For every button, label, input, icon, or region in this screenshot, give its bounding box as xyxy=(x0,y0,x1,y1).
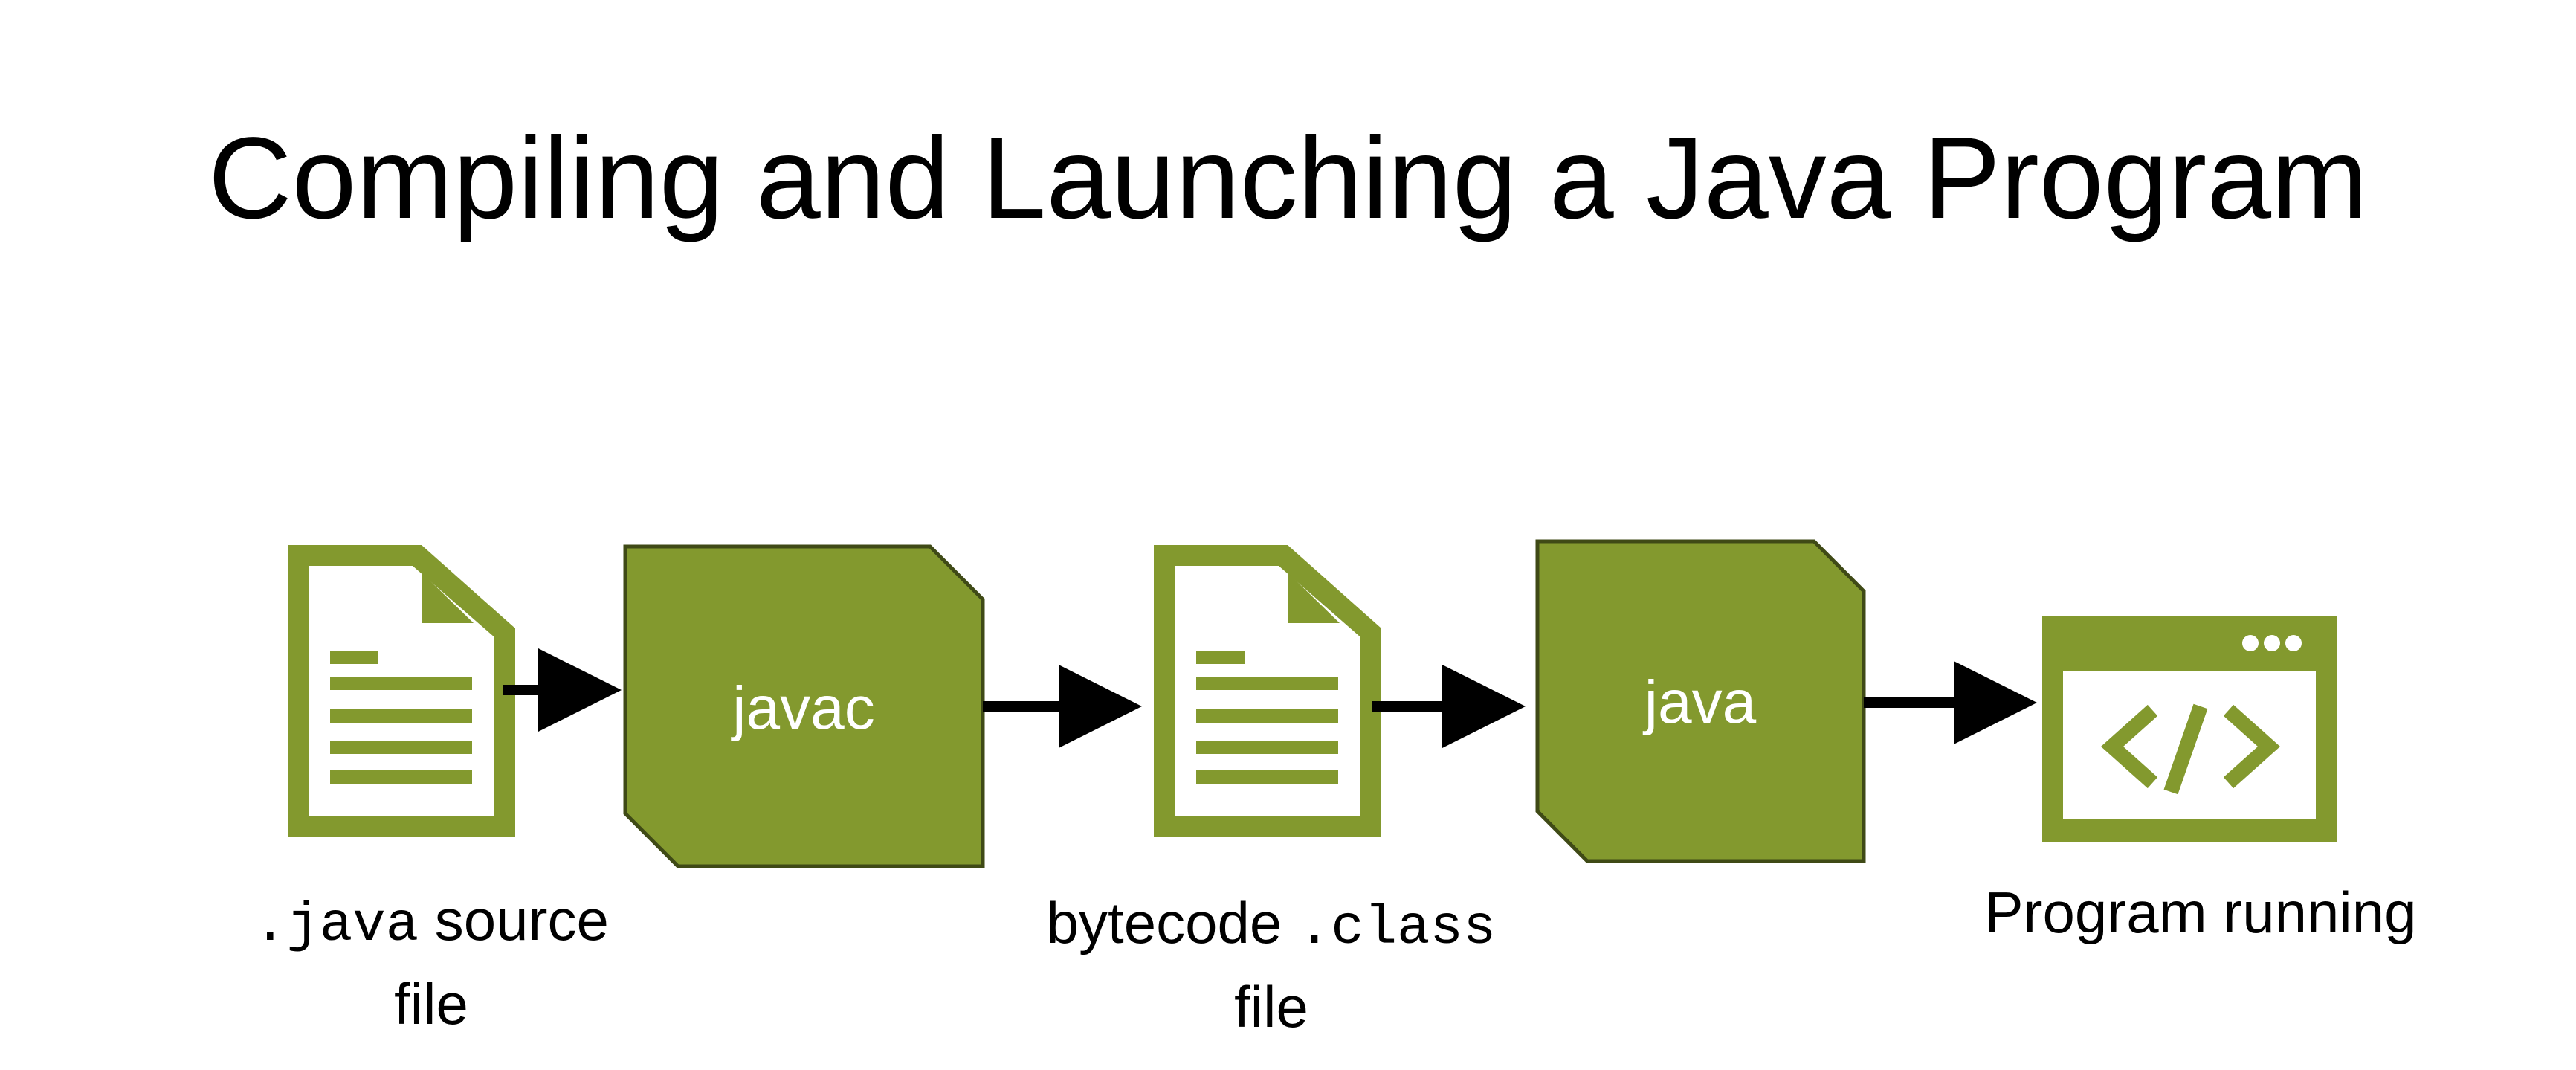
class-bytecode-file-label: bytecode .class file xyxy=(989,884,1554,1046)
window-dot-3 xyxy=(2285,635,2302,651)
class-extension: .class xyxy=(1297,897,1497,960)
java-source-file-label: .java source file xyxy=(223,881,639,1043)
program-running-label: Program running xyxy=(1984,880,2417,945)
window-dot-1 xyxy=(2242,635,2259,651)
class-file-word: file xyxy=(1234,974,1308,1040)
java-file-word: file xyxy=(394,971,468,1037)
window-dot-2 xyxy=(2264,635,2280,651)
java-extension: .java xyxy=(254,895,419,957)
page-title: Compiling and Launching a Java Program xyxy=(207,114,2369,243)
java-launcher-box: java xyxy=(1535,539,1866,863)
bytecode-word: bytecode xyxy=(1046,890,1282,955)
class-bytecode-file-icon xyxy=(1154,545,1381,837)
code-window-icon xyxy=(2042,616,2337,842)
java-label: java xyxy=(1643,668,1757,736)
javac-compiler-box: javac xyxy=(623,544,985,868)
code-slash xyxy=(2163,703,2208,795)
javac-label: javac xyxy=(731,674,874,742)
java-source-file-icon xyxy=(288,545,515,837)
code-bracket-right xyxy=(2223,704,2281,789)
source-word: source xyxy=(434,887,609,953)
code-bracket-left xyxy=(2100,704,2158,789)
